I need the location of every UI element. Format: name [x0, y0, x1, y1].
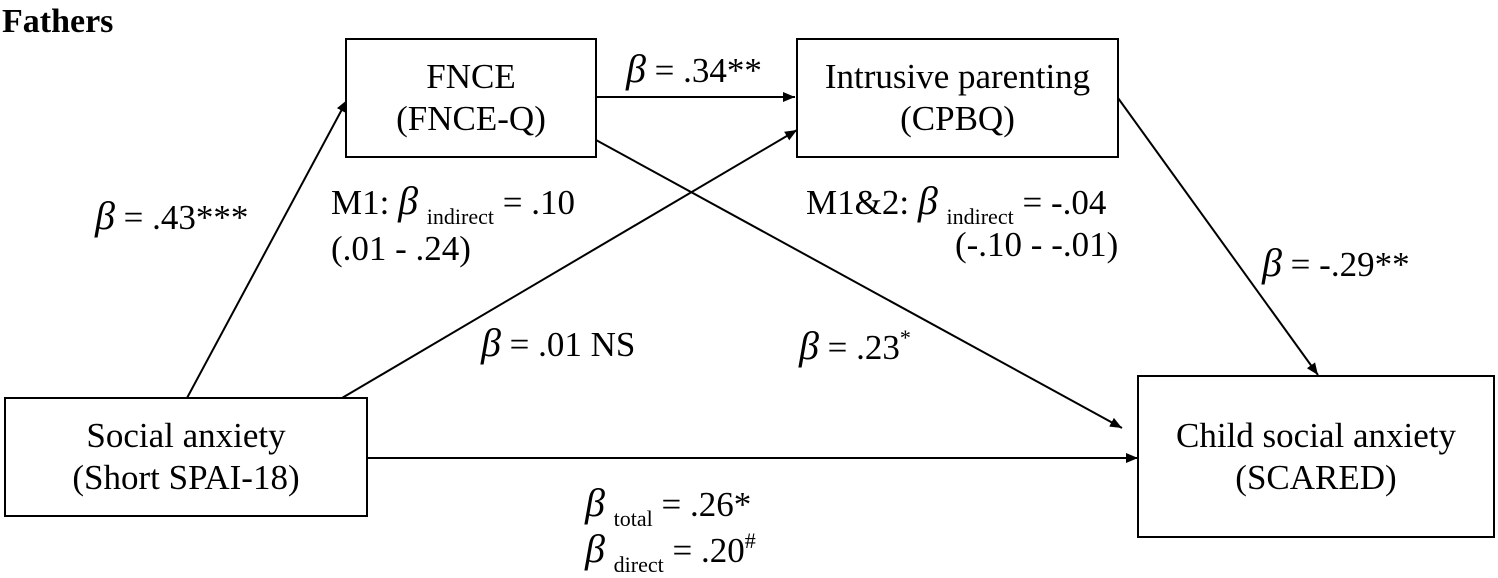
label-direct-effect: β direct = .20#	[585, 526, 756, 578]
beta-symbol: β	[626, 46, 646, 91]
m12-prefix: M1&2:	[806, 183, 910, 222]
coef-value: = .20	[672, 531, 745, 570]
beta-symbol: β	[1262, 240, 1282, 285]
node-social-measure: (Short SPAI-18)	[72, 458, 300, 497]
significance-mark: *	[899, 325, 911, 350]
label-fnce-to-intrusive: β = .34**	[626, 48, 762, 92]
coef-value: = .10	[502, 183, 575, 222]
node-intrusive-name: Intrusive parenting	[824, 57, 1091, 96]
indirect-subscript: indirect	[946, 204, 1014, 229]
label-m12-indirect: M1&2: β indirect = -.04	[806, 178, 1107, 230]
label-social-to-fnce: β = .43***	[95, 195, 248, 239]
beta-symbol: β	[481, 320, 501, 365]
label-social-to-intrusive: β = .01 NS	[481, 322, 635, 366]
node-child-measure: (SCARED)	[1235, 457, 1397, 497]
coef-value: = .43***	[123, 198, 249, 237]
label-intrusive-to-child: β = -.29**	[1262, 242, 1410, 286]
coef-value: = .01 NS	[509, 325, 636, 364]
node-social-name: Social anxiety	[86, 416, 286, 455]
indirect-subscript: indirect	[426, 204, 494, 229]
arrow-social-to-fnce	[186, 99, 348, 399]
coef-value: = .34**	[654, 51, 762, 90]
coef-value: = -.04	[1022, 183, 1107, 222]
label-m12-ci: (-.10 - -.01)	[955, 225, 1119, 264]
label-m1-ci: (.01 - .24)	[331, 229, 471, 268]
label-m1-indirect: M1: β indirect = .10	[331, 178, 575, 230]
coef-value: = -.29**	[1290, 245, 1410, 284]
beta-symbol: β	[917, 178, 938, 223]
node-intrusive-measure: (CPBQ)	[900, 99, 1015, 138]
label-total-effect: β total = .26*	[585, 480, 752, 532]
m1-prefix: M1:	[331, 183, 390, 222]
arrow-fnce-to-child	[595, 139, 1123, 429]
direct-subscript: direct	[613, 552, 664, 577]
beta-symbol: β	[585, 526, 605, 571]
figure-title: Fathers	[2, 3, 114, 40]
total-subscript: total	[613, 506, 653, 531]
label-fnce-to-child: β = .23*	[799, 325, 911, 373]
node-social-anxiety: Social anxiety (Short SPAI-18)	[4, 397, 368, 517]
node-fnce-measure: (FNCE-Q)	[396, 99, 546, 138]
coef-value: = .26*	[661, 485, 752, 524]
node-child-social-anxiety: Child social anxiety (SCARED)	[1137, 375, 1495, 538]
beta-symbol: β	[799, 323, 819, 368]
node-intrusive-parenting: Intrusive parenting (CPBQ)	[796, 38, 1119, 158]
node-child-name: Child social anxiety	[1176, 415, 1456, 455]
node-fnce-name: FNCE	[426, 57, 516, 96]
arrow-social-to-intrusive	[341, 129, 798, 399]
coef-value: = .23	[827, 328, 900, 367]
node-fnce: FNCE (FNCE-Q)	[345, 38, 597, 158]
beta-symbol: β	[95, 193, 115, 238]
beta-symbol: β	[398, 178, 419, 223]
significance-mark: #	[744, 528, 756, 553]
beta-symbol: β	[585, 480, 605, 525]
arrow-intrusive-to-child	[1117, 97, 1319, 376]
